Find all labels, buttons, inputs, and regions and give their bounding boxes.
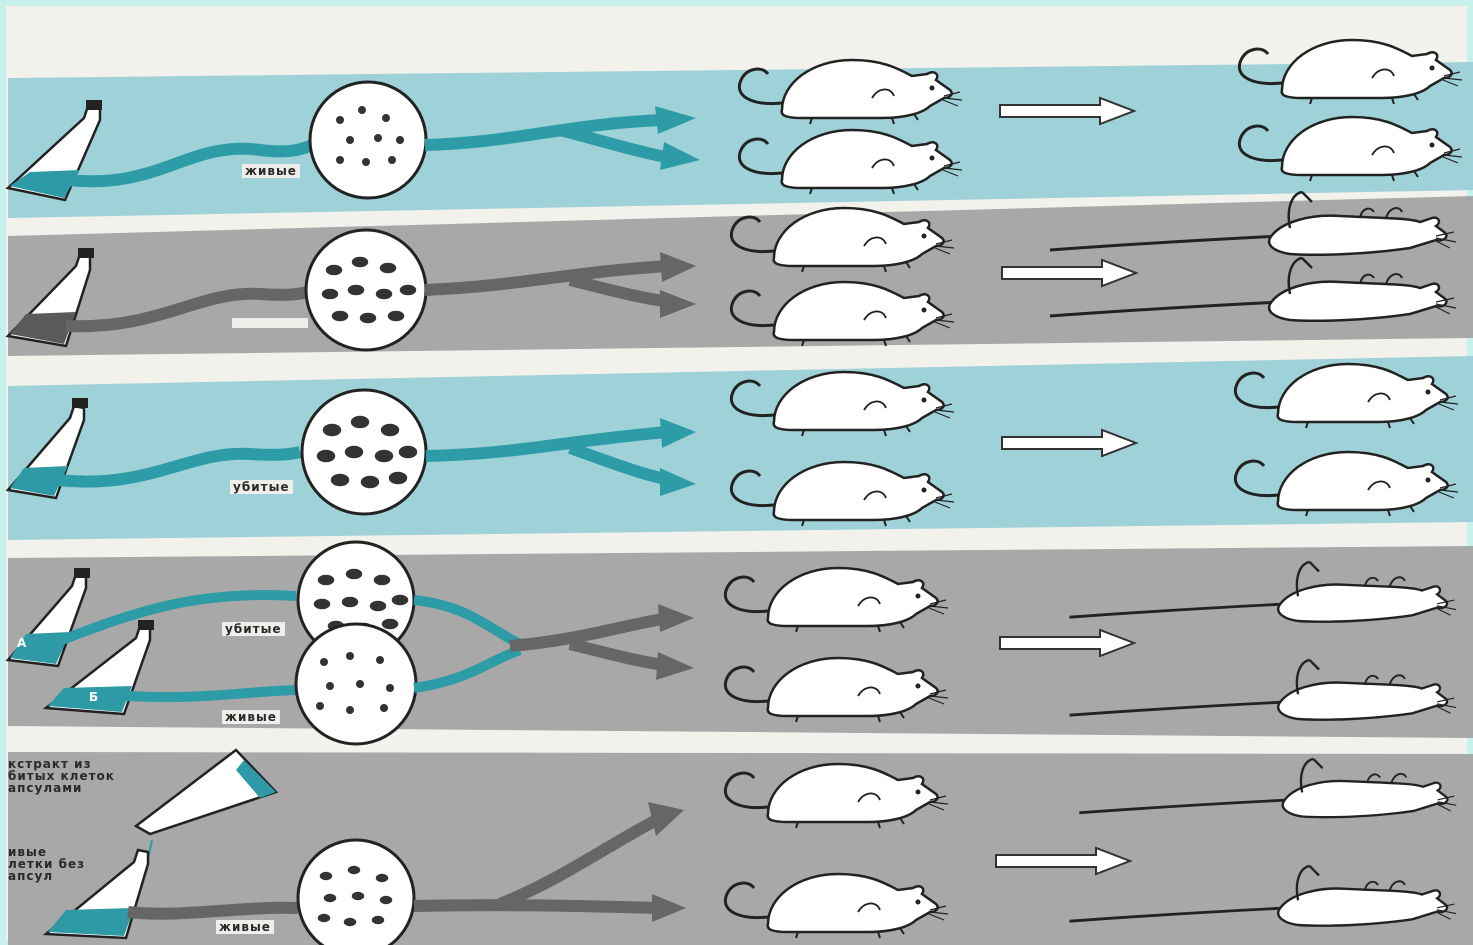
label-illegible <box>232 318 308 328</box>
petri-dish-icon <box>310 82 426 198</box>
label-killed: убитые <box>230 480 293 494</box>
label-extract: кстракт из битых клеток апсулами <box>8 758 115 794</box>
label-live: живые <box>216 920 274 934</box>
label-flask-b: Б <box>86 690 102 704</box>
petri-dish-icon <box>306 230 426 350</box>
flow-tube <box>414 905 660 908</box>
petri-dish-icon <box>302 390 426 514</box>
label-killed: убитые <box>222 622 285 636</box>
flow-tube <box>128 908 298 914</box>
label-cells-without-capsules: ивые летки без апсул <box>8 846 85 882</box>
petri-dish-icon <box>296 624 416 744</box>
label-live: живые <box>242 164 300 178</box>
petri-dish-icon <box>298 840 414 945</box>
label-flask-a: А <box>14 636 30 650</box>
label-live: живые <box>222 710 280 724</box>
